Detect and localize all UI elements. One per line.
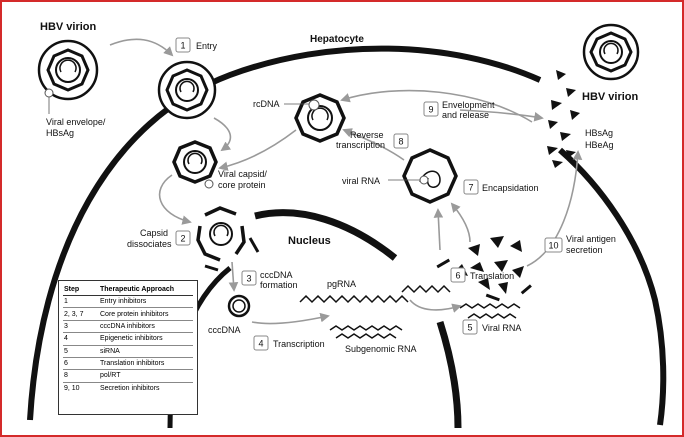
label-viral-rna-bottom: Viral RNA bbox=[482, 323, 521, 333]
table-row: 9, 10 Secretion inhibitors bbox=[63, 382, 193, 394]
legend-step: 2, 3, 7 bbox=[63, 307, 99, 321]
label-hbsag-left: HBsAg bbox=[46, 128, 74, 138]
nucleus-membrane-right bbox=[436, 320, 462, 429]
label-cccdna: cccDNA bbox=[208, 325, 241, 335]
label-hbv-virion-left: HBV virion bbox=[40, 21, 97, 33]
label-entry: Entry bbox=[196, 41, 218, 51]
step-box-6: 6 bbox=[450, 267, 466, 283]
label-translation: Translation bbox=[470, 271, 514, 281]
step-box-5: 5 bbox=[462, 319, 478, 335]
label-cccdna-formation-2: formation bbox=[260, 280, 298, 290]
legend-approach: Core protein inhibitors bbox=[99, 307, 193, 321]
label-transcription-rt: transcription bbox=[336, 140, 385, 150]
legend-header-approach: Therapeutic Approach bbox=[99, 284, 193, 296]
svg-text:5: 5 bbox=[467, 323, 472, 333]
label-encapsidation: Encapsidation bbox=[482, 183, 539, 193]
legend-approach: Secretion inhibitors bbox=[100, 384, 160, 392]
legend-header-step: Step bbox=[63, 284, 99, 296]
virion-entry bbox=[157, 60, 217, 120]
label-envelopment: Envelopment bbox=[442, 100, 495, 110]
capsid-dissociating bbox=[196, 206, 260, 272]
step-box-8: 8 bbox=[393, 133, 409, 149]
hepatocyte-membrane bbox=[27, 45, 542, 421]
label-dissociates: dissociates bbox=[127, 239, 172, 249]
label-viral-rna-top: viral RNA bbox=[342, 176, 380, 186]
label-reverse: Reverse bbox=[350, 130, 384, 140]
label-viral-antigen: Viral antigen bbox=[566, 234, 616, 244]
label-viral-envelope: Viral envelope/ bbox=[46, 117, 106, 127]
legend-approach: Entry inhibitors bbox=[99, 295, 193, 309]
label-and-release: and release bbox=[442, 110, 489, 120]
label-capsid: Capsid bbox=[140, 228, 168, 238]
label-hbv-virion-right: HBV virion bbox=[582, 91, 639, 103]
translation-products bbox=[436, 236, 532, 302]
svg-text:2: 2 bbox=[180, 234, 185, 244]
legend-step: 9, 10 bbox=[64, 384, 80, 392]
label-hepatocyte: Hepatocyte bbox=[310, 34, 364, 45]
rcdna-capsid bbox=[294, 93, 346, 143]
subgenomic-rna-strands bbox=[329, 303, 521, 339]
hepatocyte-membrane-right bbox=[558, 147, 667, 426]
legend-step: 3 bbox=[63, 320, 99, 334]
legend-step: 4 bbox=[63, 332, 99, 346]
legend-step: 8 bbox=[63, 369, 99, 383]
label-viral-capsid: Viral capsid/ bbox=[218, 169, 267, 179]
label-core-protein: core protein bbox=[218, 180, 266, 190]
legend-approach: Translation inhibitors bbox=[99, 357, 193, 371]
svg-text:6: 6 bbox=[455, 271, 460, 281]
step-box-3: 3 bbox=[241, 270, 257, 286]
label-nucleus: Nucleus bbox=[288, 235, 331, 247]
svg-text:9: 9 bbox=[428, 105, 433, 115]
label-cccdna-formation-1: cccDNA bbox=[260, 270, 293, 280]
label-transcription: Transcription bbox=[273, 339, 325, 349]
svg-text:8: 8 bbox=[398, 137, 403, 147]
svg-text:1: 1 bbox=[180, 41, 185, 51]
label-hbeag: HBeAg bbox=[585, 140, 614, 150]
legend-approach: cccDNA inhibitors bbox=[99, 320, 193, 334]
pgrna-strands bbox=[299, 284, 451, 304]
svg-text:3: 3 bbox=[246, 274, 251, 284]
step-box-9: 9 bbox=[423, 101, 439, 117]
label-pgrna: pgRNA bbox=[327, 279, 356, 289]
step-box-2: 2 bbox=[175, 230, 191, 246]
flow-arrows bbox=[109, 38, 583, 325]
legend-step: 1 bbox=[63, 295, 99, 309]
label-rcdna: rcDNA bbox=[253, 99, 280, 109]
step-box-10: 10 bbox=[544, 237, 563, 253]
legend-approach: Epigenetic inhibitors bbox=[99, 332, 193, 346]
cccdna-molecule bbox=[227, 294, 251, 318]
svg-text:4: 4 bbox=[258, 339, 263, 349]
step-box-4: 4 bbox=[253, 335, 269, 351]
legend-approach: pol/RT bbox=[99, 369, 193, 383]
label-secretion: secretion bbox=[566, 245, 603, 255]
label-subgenomic-rna: Subgenomic RNA bbox=[345, 344, 417, 354]
hbv-virion-left bbox=[37, 39, 99, 101]
legend-approach: siRNA bbox=[99, 345, 193, 358]
step-box-1: 1 bbox=[175, 37, 191, 53]
encapsidation-capsid bbox=[402, 148, 458, 204]
legend-header-row: Step Therapeutic Approach bbox=[63, 284, 193, 296]
legend-step: 5 bbox=[63, 345, 99, 358]
nucleus-membrane-top bbox=[254, 209, 398, 261]
legend-step: 6 bbox=[63, 357, 99, 371]
viral-capsid bbox=[172, 140, 218, 189]
svg-text:10: 10 bbox=[548, 241, 558, 251]
hbv-virion-right bbox=[582, 23, 640, 81]
label-hbsag-right: HBsAg bbox=[585, 128, 613, 138]
svg-text:7: 7 bbox=[468, 183, 473, 193]
step-box-7: 7 bbox=[463, 179, 479, 195]
